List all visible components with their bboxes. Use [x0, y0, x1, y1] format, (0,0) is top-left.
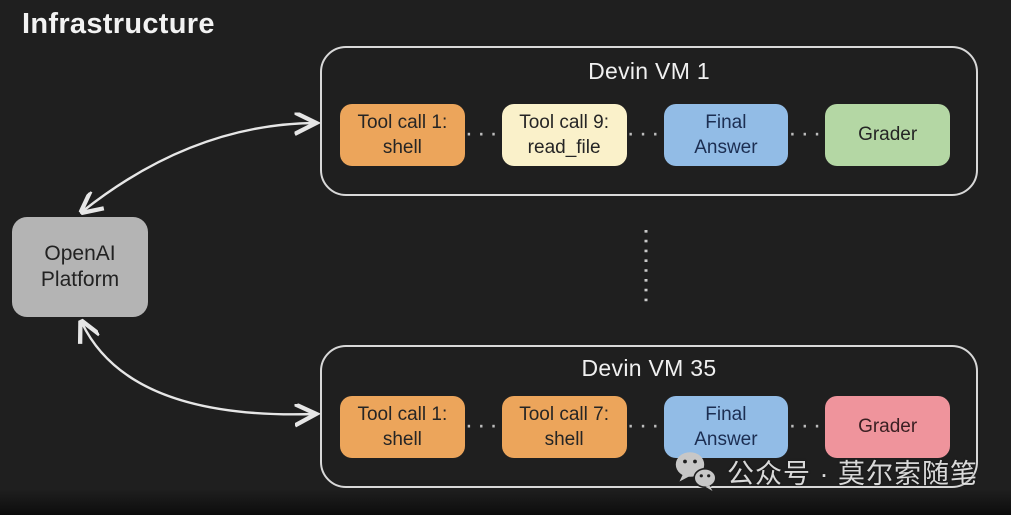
devin-vm-1-container: Devin VM 1 Tool call 1: shell Tool call …	[320, 46, 978, 196]
watermark-text: 公众号 · 莫尔索随笔	[727, 458, 978, 489]
node-tool-call-1-shell: Tool call 1: shell	[340, 396, 465, 458]
arrow-platform-vm1	[83, 123, 315, 211]
ellipsis-connector	[627, 411, 664, 440]
ellipsis-connector	[788, 411, 825, 440]
vm-title: Devin VM 1	[588, 58, 710, 84]
vm-node-row: Tool call 1: shell Tool call 9: read_fil…	[322, 104, 976, 166]
devin-vm-35-container: Devin VM 35 Tool call 1: shell Tool call…	[320, 345, 978, 488]
openai-platform-box: OpenAI Platform	[12, 217, 148, 317]
page-title: Infrastructure	[22, 8, 215, 40]
ellipsis-connector	[788, 119, 825, 148]
node-grader: Grader	[825, 396, 951, 458]
watermark: 公众号 · 莫尔索随笔	[674, 450, 978, 492]
node-tool-call-9-read-file: Tool call 9: read_file	[501, 104, 627, 166]
node-final-answer: Final Answer	[663, 396, 789, 458]
ellipsis-connector	[627, 119, 664, 148]
wechat-icon	[675, 452, 717, 491]
node-tool-call-1-shell: Tool call 1: shell	[340, 104, 465, 166]
ellipsis-connector	[465, 411, 502, 440]
vm-node-row: Tool call 1: shell Tool call 7: shell Fi…	[322, 396, 976, 458]
ellipsis-connector	[465, 119, 502, 148]
vm-title: Devin VM 35	[581, 355, 717, 381]
node-final-answer: Final Answer	[663, 104, 789, 166]
arrow-platform-vm35	[82, 323, 315, 414]
node-tool-call-7-shell: Tool call 7: shell	[501, 396, 627, 458]
node-grader: Grader	[825, 104, 951, 166]
